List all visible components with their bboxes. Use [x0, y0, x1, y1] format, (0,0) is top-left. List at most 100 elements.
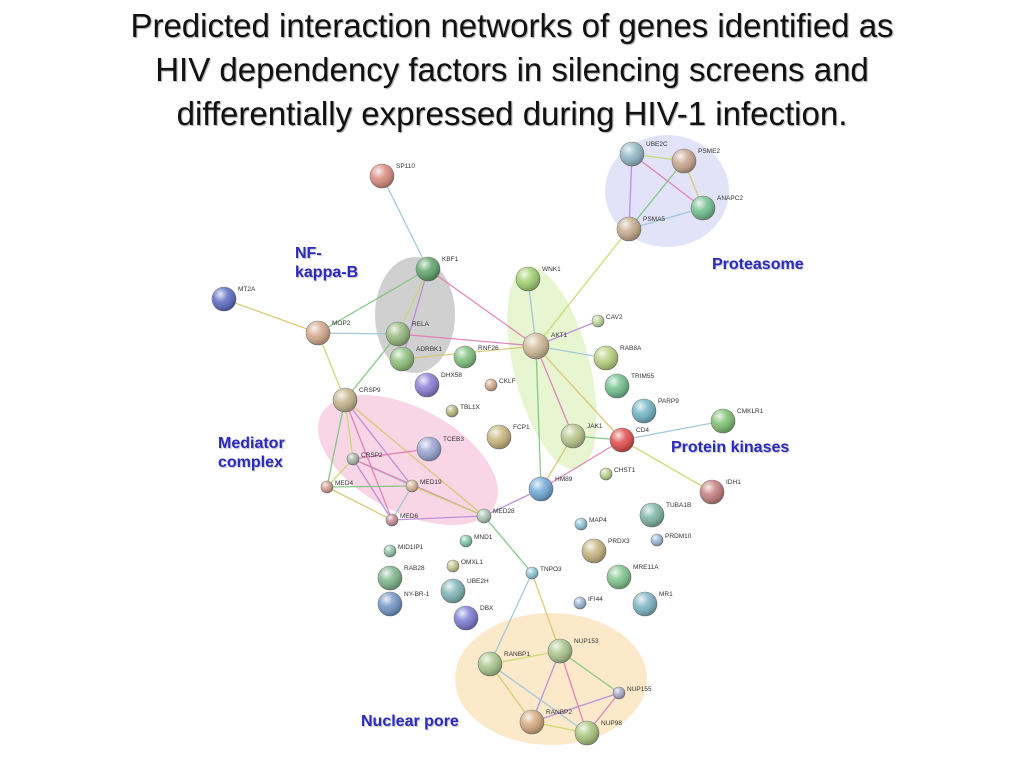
- node-MOP2[interactable]: MOP2: [305, 320, 351, 346]
- node-PRDX3[interactable]: PRDX3: [581, 538, 630, 564]
- node-RANBP1[interactable]: RANBP1: [477, 651, 530, 677]
- edge-MED28-TNPO3: [483, 515, 533, 574]
- edge-UBE2C-PSMA5: [628, 153, 633, 230]
- node-MED6[interactable]: MED6: [385, 513, 418, 527]
- node-label: MND1: [474, 534, 493, 541]
- node-ADRBK1[interactable]: ADRBK1: [389, 346, 442, 372]
- node-CRSP2[interactable]: CRSP2: [346, 452, 383, 466]
- node-PRDM10[interactable]: PRDM10: [650, 533, 692, 547]
- node-label: PRDX3: [608, 538, 630, 545]
- node-gloss: [478, 652, 502, 676]
- node-NUP98[interactable]: NUP98: [574, 720, 622, 746]
- node-label: OMXL1: [461, 559, 483, 566]
- node-PARP9[interactable]: PARP9: [631, 398, 679, 424]
- node-DHX58[interactable]: DHX58: [414, 372, 462, 398]
- edge-MED19-MED6: [391, 485, 413, 521]
- node-MED4[interactable]: MED4: [320, 480, 353, 494]
- node-label: RNF26: [478, 345, 499, 352]
- node-label: SP110: [396, 163, 415, 170]
- node-label: CRSP2: [361, 452, 383, 459]
- node-gloss: [575, 721, 599, 745]
- node-gloss: [632, 399, 656, 423]
- node-gloss: [691, 196, 715, 220]
- kinases-cluster-label: Protein kinases: [671, 439, 790, 456]
- node-RANBP2[interactable]: RANBP2: [519, 709, 572, 735]
- node-gloss: [386, 322, 410, 346]
- node-TBL1X[interactable]: TBL1X: [445, 404, 481, 418]
- title-line-1: Predicted interaction networks of genes …: [130, 7, 894, 44]
- node-UBE2C[interactable]: UBE2C: [619, 141, 668, 167]
- edge-NUP153-NUP98: [559, 650, 588, 734]
- edge-MED19-MED28: [411, 485, 485, 517]
- node-RNF26[interactable]: RNF26: [453, 345, 499, 369]
- node-gloss: [605, 374, 629, 398]
- node-label: PARP9: [658, 398, 679, 405]
- node-gloss: [386, 514, 398, 526]
- node-MID1IP1[interactable]: MID1IP1: [383, 544, 424, 558]
- edge-AKT1-HM89: [535, 345, 542, 490]
- node-gloss: [441, 579, 465, 603]
- node-NUP155[interactable]: NUP155: [612, 686, 652, 700]
- node-MT2A[interactable]: MT2A: [211, 286, 256, 312]
- node-PSME2[interactable]: PSME2: [671, 148, 720, 174]
- node-HM89[interactable]: HM89: [528, 476, 573, 502]
- node-MND1[interactable]: MND1: [459, 534, 493, 548]
- node-CRSP9[interactable]: CRSP9: [332, 387, 381, 413]
- node-MAP4[interactable]: MAP4: [574, 517, 607, 531]
- edge-MED4-MED6: [326, 486, 393, 521]
- title-line-3: differentially expressed during HIV-1 in…: [176, 95, 848, 132]
- node-OMXL1[interactable]: OMXL1: [446, 559, 483, 573]
- edge-CD4-CMKLR1: [621, 420, 724, 441]
- node-gloss: [477, 509, 491, 523]
- edge-MOP2-RELA: [317, 332, 399, 335]
- node-RELA[interactable]: RELA: [385, 321, 430, 347]
- node-CD4[interactable]: CD4: [609, 427, 649, 453]
- node-KBF1[interactable]: KBF1: [415, 256, 459, 282]
- node-NY-BR-1[interactable]: NY-BR-1: [377, 591, 430, 617]
- node-TUBA1B[interactable]: TUBA1B: [639, 502, 691, 528]
- node-IFI44[interactable]: IFI44: [573, 596, 603, 610]
- node-PSMA5[interactable]: PSMA5: [616, 216, 665, 242]
- node-AKT1[interactable]: AKT1: [522, 332, 568, 360]
- node-label: AKT1: [551, 332, 568, 339]
- node-gloss: [582, 539, 606, 563]
- node-gloss: [390, 347, 414, 371]
- node-label: MED19: [420, 479, 442, 486]
- node-gloss: [321, 481, 333, 493]
- node-UBE2H[interactable]: UBE2H: [440, 578, 489, 604]
- edge-TNPO3-NUP153: [531, 572, 561, 652]
- title-line-2: HIV dependency factors in silencing scre…: [155, 51, 869, 88]
- node-label: MR1: [659, 591, 673, 598]
- node-JAK1[interactable]: JAK1: [560, 423, 603, 449]
- slide-title: Predicted interaction networks of genes …: [0, 4, 1024, 136]
- node-CMKLR1[interactable]: CMKLR1: [710, 408, 764, 434]
- node-IDH1[interactable]: IDH1: [699, 479, 741, 505]
- node-WNK1[interactable]: WNK1: [515, 266, 561, 292]
- node-label: CRSP9: [359, 387, 381, 394]
- node-MED28[interactable]: MED28: [476, 508, 515, 524]
- node-ANAPC2[interactable]: ANAPC2: [690, 195, 743, 221]
- nuclear-pore-cluster-region: [455, 613, 647, 745]
- node-SP110[interactable]: SP110: [369, 163, 415, 189]
- node-gloss: [516, 267, 540, 291]
- node-RAB28[interactable]: RAB28: [377, 565, 425, 591]
- node-gloss: [416, 257, 440, 281]
- node-CAV2[interactable]: CAV2: [591, 314, 623, 328]
- node-MRE11A[interactable]: MRE11A: [606, 564, 659, 590]
- node-gloss: [306, 321, 330, 345]
- node-NUP153[interactable]: NUP153: [547, 638, 599, 664]
- node-FCP1[interactable]: FCP1: [486, 424, 530, 450]
- node-MED19[interactable]: MED19: [405, 479, 442, 493]
- node-TCEB3[interactable]: TCEB3: [416, 436, 464, 462]
- node-DBX[interactable]: DBX: [453, 605, 494, 631]
- node-TNPO3[interactable]: TNPO3: [525, 566, 562, 580]
- node-MR1[interactable]: MR1: [632, 591, 673, 617]
- node-gloss: [548, 639, 572, 663]
- node-gloss: [575, 518, 587, 530]
- node-TRIM55[interactable]: TRIM55: [604, 373, 655, 399]
- node-RAB8A[interactable]: RAB8A: [593, 345, 642, 371]
- node-gloss: [485, 379, 497, 391]
- node-CKLF[interactable]: CKLF: [484, 378, 516, 392]
- node-CHST1[interactable]: CHST1: [599, 467, 636, 481]
